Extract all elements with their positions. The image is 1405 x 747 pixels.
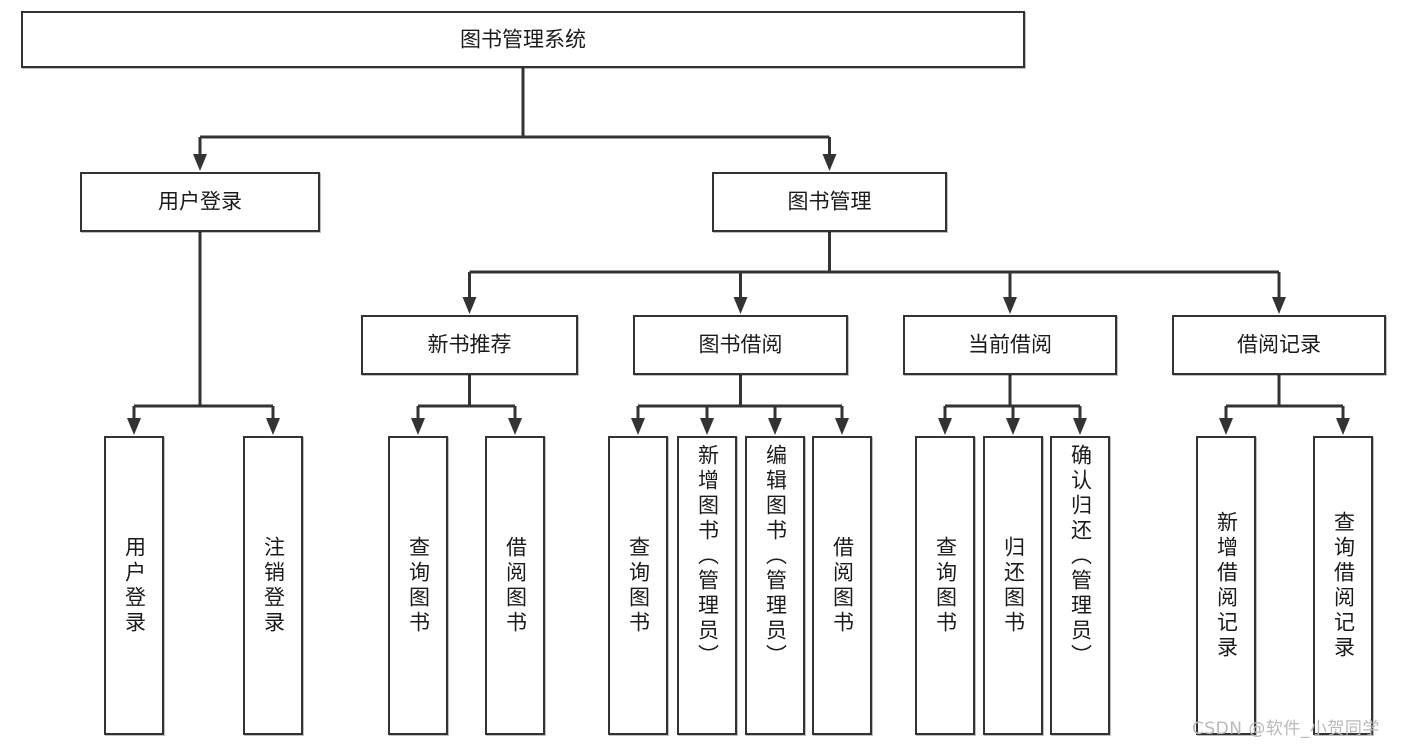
arrow-head <box>1003 297 1017 314</box>
node-label: 图书借阅 <box>698 332 783 357</box>
arrow-head <box>768 418 782 435</box>
arrow-head <box>411 418 425 435</box>
node-label-wrap: 查询图书 <box>917 438 973 733</box>
node-label: 归还图书 <box>1001 535 1026 636</box>
node-label-wrap: 注销登录 <box>245 438 301 733</box>
node-leaf-user-login[interactable]: 用户登录 <box>104 436 164 735</box>
node-label: 借阅图书 <box>830 535 855 636</box>
node-book-manage[interactable]: 图书管理 <box>712 172 947 232</box>
node-label-wrap: 新增图书（管理员） <box>679 438 735 733</box>
node-root[interactable]: 图书管理系统 <box>21 11 1025 68</box>
node-label: 注销登录 <box>261 535 286 636</box>
node-label: 编辑图书（管理员） <box>763 444 788 669</box>
node-leaf-add-borrow-record[interactable]: 新增借阅记录 <box>1196 436 1256 735</box>
watermark-label: CSDN @软件_小贺同学 <box>1192 719 1380 739</box>
node-label: 查询图书 <box>933 535 958 636</box>
node-label: 用户登录 <box>122 535 147 636</box>
arrow-head <box>127 418 141 435</box>
node-label: 查询借阅记录 <box>1331 510 1356 661</box>
node-label: 查询图书 <box>626 535 651 636</box>
node-label-wrap: 新增借阅记录 <box>1198 438 1254 733</box>
arrow-head <box>700 418 714 435</box>
node-leaf-query-book-3[interactable]: 查询图书 <box>915 436 975 735</box>
node-label: 图书管理 <box>787 189 872 214</box>
node-label: 新增借阅记录 <box>1214 510 1239 661</box>
node-label-wrap: 编辑图书（管理员） <box>747 438 803 733</box>
arrow-head <box>822 154 837 171</box>
arrow-head <box>508 418 522 435</box>
node-borrow-record[interactable]: 借阅记录 <box>1172 315 1386 375</box>
node-new-book-recommend[interactable]: 新书推荐 <box>361 315 578 375</box>
node-leaf-query-book-2[interactable]: 查询图书 <box>608 436 668 735</box>
node-label-wrap: 用户登录 <box>106 438 162 733</box>
node-label: 当前借阅 <box>968 332 1052 357</box>
node-label-wrap: 查询图书 <box>390 438 446 733</box>
arrow-head <box>193 154 207 171</box>
node-leaf-edit-book-admin[interactable]: 编辑图书（管理员） <box>745 436 805 735</box>
node-label: 借阅记录 <box>1237 332 1321 357</box>
node-book-borrow[interactable]: 图书借阅 <box>633 315 848 375</box>
node-leaf-borrow-book-1[interactable]: 借阅图书 <box>485 436 545 735</box>
arrow-head <box>1336 418 1350 435</box>
node-label-wrap: 借阅图书 <box>814 438 870 733</box>
node-label: 查询图书 <box>406 535 431 636</box>
node-label: 确认归还（管理员） <box>1068 444 1093 669</box>
node-label: 用户登录 <box>158 189 242 214</box>
node-leaf-logout[interactable]: 注销登录 <box>243 436 303 735</box>
node-label: 图书管理系统 <box>460 26 586 51</box>
node-current-borrow[interactable]: 当前借阅 <box>903 315 1117 375</box>
node-label: 借阅图书 <box>503 535 528 636</box>
arrow-head <box>938 418 952 435</box>
node-label-wrap: 确认归还（管理员） <box>1052 438 1108 733</box>
node-label-wrap: 查询借阅记录 <box>1315 438 1371 733</box>
node-label-wrap: 借阅图书 <box>487 438 543 733</box>
arrow-head <box>266 418 280 435</box>
node-leaf-borrow-book-2[interactable]: 借阅图书 <box>812 436 872 735</box>
arrow-head <box>1219 418 1233 435</box>
node-leaf-add-book-admin[interactable]: 新增图书（管理员） <box>677 436 737 735</box>
node-leaf-query-borrow-record[interactable]: 查询借阅记录 <box>1313 436 1373 735</box>
node-leaf-query-book-1[interactable]: 查询图书 <box>388 436 448 735</box>
arrow-head <box>1073 418 1087 435</box>
arrow-head <box>1272 297 1286 314</box>
arrow-head <box>462 297 477 314</box>
arrow-head <box>733 297 748 314</box>
arrow-head <box>835 418 849 435</box>
arrow-head <box>1006 418 1020 435</box>
node-label-wrap: 归还图书 <box>985 438 1041 733</box>
node-leaf-confirm-return-admin[interactable]: 确认归还（管理员） <box>1050 436 1110 735</box>
node-label-wrap: 查询图书 <box>610 438 666 733</box>
node-leaf-return-book[interactable]: 归还图书 <box>983 436 1043 735</box>
node-user-login[interactable]: 用户登录 <box>80 172 320 232</box>
node-label: 新增图书（管理员） <box>695 444 720 669</box>
arrow-head <box>631 418 645 435</box>
node-label: 新书推荐 <box>427 332 512 357</box>
